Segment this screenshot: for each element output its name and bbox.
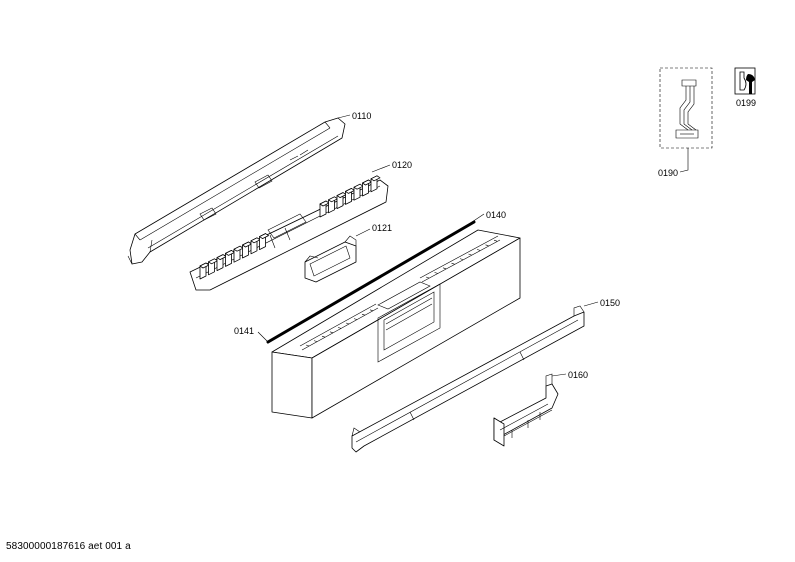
panel-button [468,253,472,256]
module-switch-cap [362,179,372,186]
part-0160-bracket[interactable] [493,373,559,447]
panel-button [369,309,374,312]
label-0141: 0141 [234,326,254,336]
panel-button [321,335,326,338]
label-0120: 0120 [392,160,412,170]
module-switch-cap [345,188,355,194]
module-switch-cap [259,233,269,239]
panel-button [459,258,464,260]
part-0121-display-module[interactable] [304,235,357,283]
panel-button [485,244,489,247]
panel-button [434,272,438,274]
panel-button [313,340,318,342]
callout-0150: 0150 [583,298,620,308]
module-switch-cap [353,183,364,190]
module-switch-cap [370,175,381,182]
panel-button [305,344,310,347]
label-0199: 0199 [736,98,756,108]
callout-0110: 0110 [337,111,371,121]
panel-button [329,331,334,334]
document-id: 58300000187616 aet 001 a [6,541,131,552]
label-0190: 0190 [658,168,678,178]
part-0141-gasket-strip[interactable] [266,220,476,344]
part-0150-trim-strip[interactable] [351,305,585,453]
callout-0190: 0190 [658,148,689,178]
label-0140: 0140 [486,210,506,220]
callout-0160: 0160 [551,370,588,380]
callout-0120: 0120 [371,160,412,173]
part-0190-cable-harness[interactable] [659,67,713,149]
panel-button [476,249,481,251]
module-switch-cap [336,192,347,198]
panel-button [425,276,430,279]
panel-button [345,322,350,325]
part-0120-control-module[interactable] [189,175,389,291]
label-0160: 0160 [568,370,588,380]
panel-button [353,318,358,320]
panel-button [442,267,447,270]
panel-button [361,313,366,316]
label-0121: 0121 [372,223,392,233]
panel-button [451,262,455,265]
part-0110-rail[interactable] [127,117,346,265]
callout-0141: 0141 [234,326,269,343]
label-0150: 0150 [600,298,620,308]
callout-0199: 0199 [736,98,756,108]
module-switch-cap [328,196,338,203]
callout-0121: 0121 [355,223,392,237]
panel-button [493,239,498,242]
part-0140-control-panel[interactable] [271,229,521,419]
label-0110: 0110 [352,111,371,121]
panel-button [337,327,342,329]
callout-0140: 0140 [471,210,506,223]
wrench-service-icon [734,67,756,95]
